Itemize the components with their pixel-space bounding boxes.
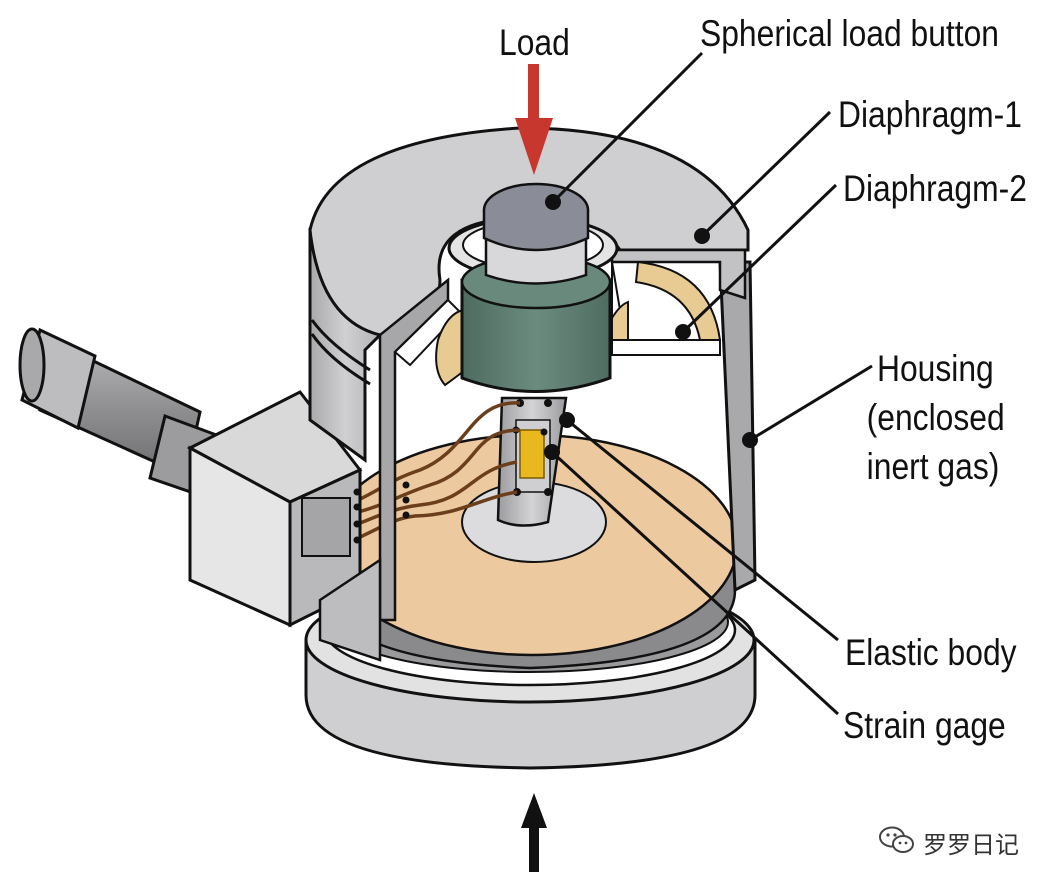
label-housing: Housing (enclosed inert gas) [867, 344, 1005, 491]
reaction-arrow [521, 793, 547, 872]
leader-diaphragm-1 [700, 110, 832, 238]
leader-spherical-load-button [551, 51, 704, 204]
housing [308, 126, 757, 662]
label-load: Load [499, 22, 570, 63]
leader-elastic-body [566, 418, 839, 642]
label-strain-gage: Strain gage [843, 705, 1006, 746]
label-spherical-load-button: Spherical load button [700, 13, 999, 54]
wechat-icon [879, 826, 914, 853]
label-diaphragm-2: Diaphragm-2 [843, 168, 1027, 209]
label-elastic-body: Elastic body [845, 632, 1017, 673]
label-housing-line3: inert gas) [866, 446, 1000, 487]
load-arrow [515, 64, 553, 175]
leader-housing [749, 364, 873, 442]
watermark: 罗罗日记 [878, 823, 1038, 859]
leader-diaphragm-2 [681, 183, 838, 334]
label-housing-line1: Housing [877, 348, 994, 389]
leader-strain-gage [550, 450, 840, 716]
label-diaphragm-1: Diaphragm-1 [838, 94, 1022, 135]
watermark-text: 罗罗日记 [923, 831, 1019, 859]
spherical-load-button [447, 182, 619, 393]
leader-dots [544, 194, 758, 460]
label-housing-line2: (enclosed [866, 397, 1005, 438]
leader-lines [550, 51, 873, 716]
